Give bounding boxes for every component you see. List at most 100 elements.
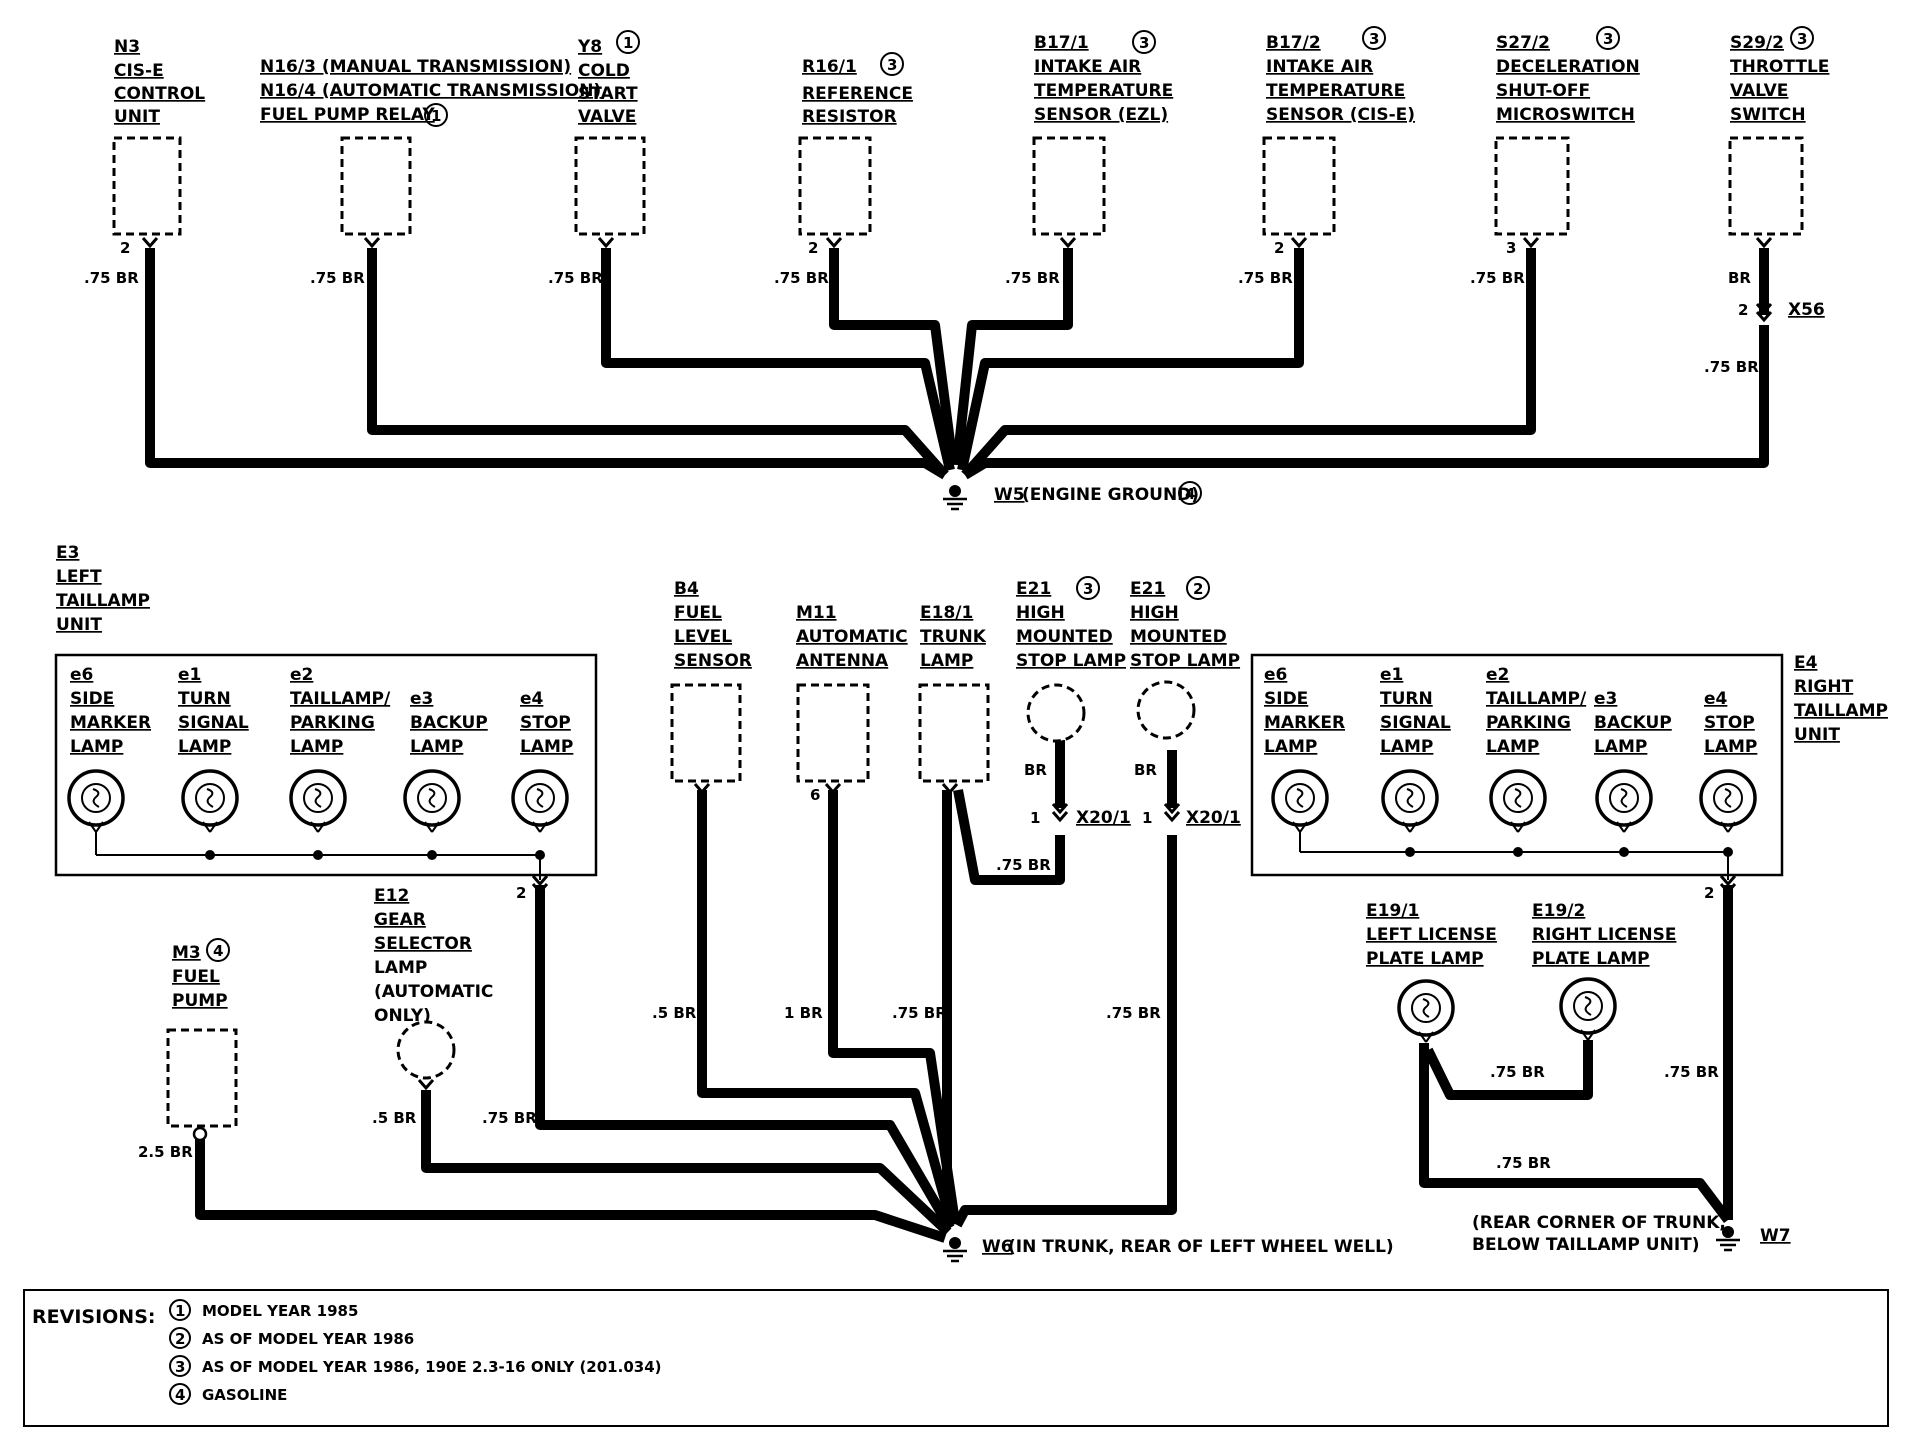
component-s29: S29/2 3 THROTTLE VALVE SWITCH BR 2 X56 .… (1704, 26, 1829, 376)
left-taillamp-unit: E3 LEFT TAILLAMP UNIT e6 SIDE MARKER LAM… (54, 543, 598, 1127)
m11-line-1: AUTOMATIC (796, 627, 908, 647)
w6-label: (IN TRUNK, REAR OF LEFT WHEEL WELL) (1008, 1237, 1394, 1257)
m3-line-2: PUMP (172, 991, 228, 1011)
component-n16: N16/3 (MANUAL TRANSMISSION) N16/4 (AUTOM… (260, 57, 601, 287)
e21b-code: E21 (1130, 579, 1165, 599)
svg-text:SIGNAL: SIGNAL (178, 713, 249, 733)
wire-license (1419, 1043, 1732, 1224)
s27-rev: 3 (1603, 30, 1613, 48)
svg-text:PARKING: PARKING (1486, 713, 1571, 733)
n16-line-2: N16/4 (AUTOMATIC TRANSMISSION) (260, 81, 601, 101)
svg-text:e3: e3 (410, 689, 433, 709)
n16-line-1: N16/3 (MANUAL TRANSMISSION) (260, 57, 571, 77)
s27-code: S27/2 (1496, 33, 1550, 53)
s29-line-2: VALVE (1730, 81, 1788, 101)
e21a-line-3: STOP LAMP (1016, 651, 1126, 671)
svg-text:LAMP: LAMP (1704, 737, 1757, 757)
svg-text:PARKING: PARKING (290, 713, 375, 733)
e4-pin: 2 (1704, 884, 1714, 902)
b17-2-line-2: TEMPERATURE (1266, 81, 1405, 101)
s29-line-1: THROTTLE (1730, 57, 1829, 77)
w5-rev-circle (1178, 481, 1202, 505)
e3-wire: .75 BR (482, 1109, 537, 1127)
svg-text:MARKER: MARKER (70, 713, 151, 733)
revisions-heading: REVISIONS: (32, 1306, 155, 1328)
s29-box (1728, 136, 1804, 236)
b17-2-pin: 2 (1274, 239, 1284, 257)
w5-code: W5 (994, 485, 1025, 505)
e12-wire: .5 BR (372, 1109, 417, 1127)
svg-text:TAILLAMP/: TAILLAMP/ (290, 689, 391, 709)
y8-line-2: START (578, 84, 638, 104)
e4-lamp-e4: e4 STOP LAMP (1699, 689, 1757, 880)
e3-lamp-e4: e4 STOP LAMP (511, 689, 573, 880)
e21a-connector: X20/1 (1076, 808, 1131, 828)
svg-text:TURN: TURN (178, 689, 231, 709)
r16-box (798, 136, 872, 236)
e4-line-3: UNIT (1794, 725, 1840, 745)
svg-text:AS OF MODEL YEAR 1986, 190E 2.: AS OF MODEL YEAR 1986, 190E 2.3-16 ONLY … (202, 1358, 662, 1376)
b17-1-rev-circle (1132, 30, 1156, 54)
e19-1-line-2: PLATE LAMP (1366, 949, 1484, 969)
component-y8: Y8 1 COLD START VALVE .75 BR (548, 30, 646, 287)
component-m3: M3 4 FUEL PUMP 2.5 BR (138, 938, 238, 1161)
e19-2-code: E19/2 (1532, 901, 1585, 921)
s27-rev-circle (1596, 26, 1620, 50)
w7-code: W7 (1760, 1226, 1791, 1246)
b17-2-box (1262, 136, 1336, 236)
svg-text:MODEL YEAR 1985: MODEL YEAR 1985 (202, 1302, 358, 1320)
m3-rev: 4 (213, 942, 223, 960)
e4-lamp-e2: e2 TAILLAMP/ PARKING LAMP (1486, 665, 1587, 857)
e3-lamp-e6: e6 SIDE MARKER LAMP (67, 665, 151, 855)
b4-line-3: SENSOR (674, 651, 752, 671)
component-b17-2: B17/2 3 INTAKE AIR TEMPERATURE SENSOR (C… (1238, 26, 1415, 287)
wire-m3 (195, 1134, 947, 1243)
svg-text:MARKER: MARKER (1264, 713, 1345, 733)
e21b-pin: 1 (1142, 809, 1152, 827)
e21b-line-1: HIGH (1130, 603, 1179, 623)
revision-item-4: 4 GASOLINE (169, 1383, 287, 1405)
m11-pin: 6 (810, 786, 820, 804)
svg-text:BACKUP: BACKUP (410, 713, 488, 733)
e12-code: E12 (374, 886, 409, 906)
s29-wire-upper: BR (1728, 269, 1751, 287)
n3-box (112, 136, 182, 236)
component-m11: M11 AUTOMATIC ANTENNA 6 1 BR (784, 603, 908, 1022)
e4-lamp-e1: e1 TURN SIGNAL LAMP (1380, 665, 1451, 857)
component-b17-1: B17/1 3 INTAKE AIR TEMPERATURE SENSOR (E… (1005, 30, 1173, 287)
s27-wire: .75 BR (1470, 269, 1525, 287)
s29-rev-circle (1790, 26, 1814, 50)
wire-r16 (829, 248, 958, 466)
y8-line-3: VALVE (578, 107, 636, 127)
m11-wire: 1 BR (784, 1004, 823, 1022)
component-s27: S27/2 3 DECELERATION SHUT-OFF MICROSWITC… (1470, 26, 1640, 287)
svg-text:LAMP: LAMP (410, 737, 463, 757)
svg-text:2: 2 (175, 1330, 185, 1348)
r16-rev-circle (880, 52, 904, 76)
w5-label: (ENGINE GROUND) (1022, 485, 1199, 505)
svg-text:SIDE: SIDE (70, 689, 114, 709)
svg-text:LAMP: LAMP (520, 737, 573, 757)
e21b-connector: X20/1 (1186, 808, 1241, 828)
w5-rev: 4 (1185, 485, 1195, 503)
e21b-lamp (1136, 680, 1196, 740)
b17-2-rev-circle (1362, 26, 1386, 50)
e19-2-line-2: PLATE LAMP (1532, 949, 1650, 969)
revision-item-3: 3 AS OF MODEL YEAR 1986, 190E 2.3-16 ONL… (169, 1355, 662, 1377)
e4-code: E4 (1794, 653, 1818, 673)
e4-wire: .75 BR (1664, 1063, 1719, 1081)
e21a-line-1: HIGH (1016, 603, 1065, 623)
e4-lamp-e3: e3 BACKUP LAMP (1594, 689, 1672, 857)
wire-n16 (367, 248, 949, 479)
svg-text:LAMP: LAMP (1264, 737, 1317, 757)
e4-box (1250, 653, 1784, 877)
n16-rev-circle (424, 103, 448, 127)
svg-text:SIDE: SIDE (1264, 689, 1308, 709)
e18-code: E18/1 (920, 603, 973, 623)
right-taillamp-unit: E4 RIGHT TAILLAMP UNIT e6 SIDE MARKER LA… (1250, 653, 1888, 1081)
svg-text:STOP: STOP (1704, 713, 1755, 733)
r16-pin: 2 (808, 239, 818, 257)
m3-box (166, 1028, 238, 1128)
n16-wire: .75 BR (310, 269, 365, 287)
